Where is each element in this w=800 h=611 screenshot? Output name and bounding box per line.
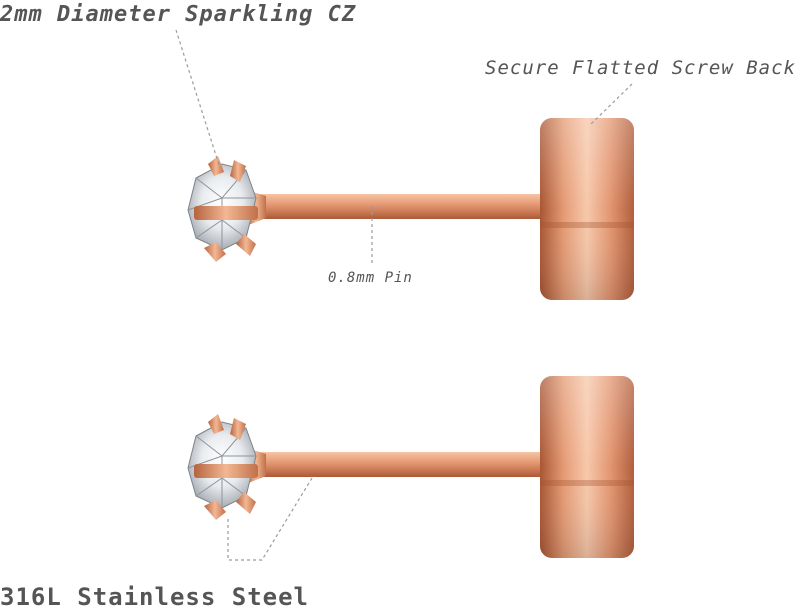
earring-top: [187, 118, 634, 300]
leader-steel: [227, 477, 313, 561]
leader-screwback: [589, 83, 633, 126]
callout-screw-back: Secure Flatted Screw Back: [485, 57, 796, 79]
callout-material: 316L Stainless Steel: [0, 583, 309, 611]
leader-lines: [175, 29, 633, 561]
pin-bottom: [258, 452, 548, 477]
earring-bottom: [187, 376, 634, 558]
cz-stone-bottom: [187, 414, 266, 520]
callout-pin: 0.8mm Pin: [328, 270, 413, 286]
cz-stone-top: [187, 156, 266, 262]
pin-top: [258, 194, 548, 219]
callout-cz-stone: 2mm Diameter Sparkling CZ: [0, 2, 357, 27]
screw-back-bottom: [540, 376, 634, 558]
screw-back-top: [540, 118, 634, 300]
leader-cz: [175, 29, 221, 169]
